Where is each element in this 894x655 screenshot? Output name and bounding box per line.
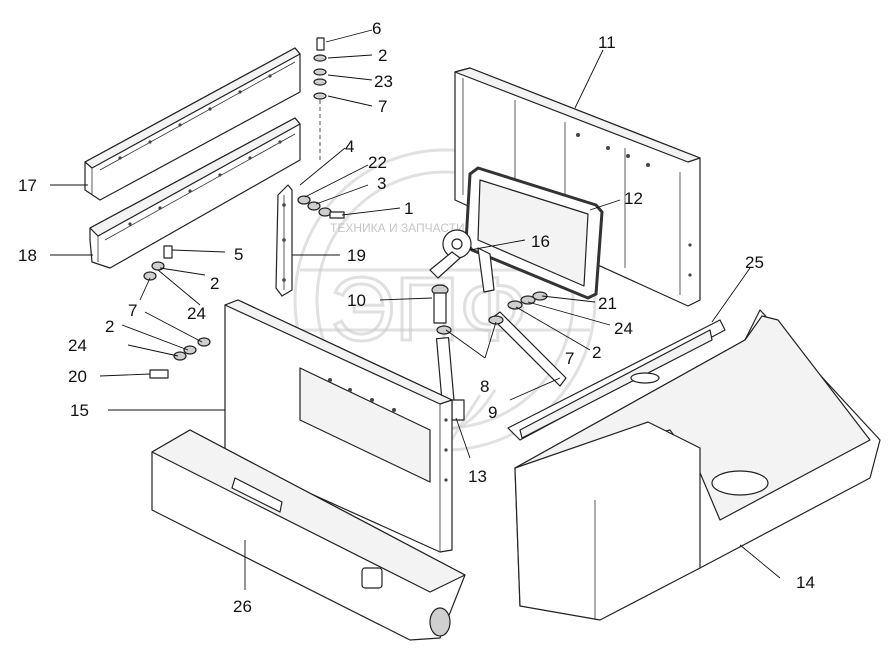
callout-2-right: 2 [592, 343, 601, 362]
watermark-logo: ТЕХНИКА И ЗАПЧАСТИ ЭПФ [293, 148, 597, 453]
part-9-diagonal-rod [488, 311, 567, 387]
watermark-logo-letters: ЭПФ [330, 260, 528, 360]
fastener-stack-top [313, 37, 327, 160]
part-25-console-strip [507, 319, 726, 441]
callout-9: 9 [488, 403, 497, 422]
callout-22: 22 [368, 153, 387, 172]
callout-7-right: 7 [565, 349, 574, 368]
callout-21: 21 [598, 294, 617, 313]
callout-16: 16 [531, 232, 550, 251]
callout-7: 7 [378, 97, 387, 116]
callout-11: 11 [598, 33, 616, 52]
callout-17: 17 [18, 176, 37, 195]
callout-labels: 6 2 23 7 11 4 22 3 1 12 17 18 5 19 16 2 … [18, 19, 815, 616]
part-11-rear-frame [454, 67, 701, 307]
callout-14: 14 [796, 573, 815, 592]
callout-24-panel: 24 [68, 336, 87, 355]
callout-8: 8 [480, 377, 489, 396]
leader-lines [50, 29, 781, 590]
callout-1: 1 [404, 199, 413, 218]
part-16-round-plate [429, 229, 495, 293]
callout-20: 20 [68, 367, 87, 386]
callout-6: 6 [372, 19, 381, 38]
callout-3: 3 [377, 174, 386, 193]
fastener-group-right [507, 291, 548, 310]
fastener-group-left [143, 245, 173, 281]
callout-13: 13 [468, 467, 487, 486]
part-26-lower-box [151, 429, 466, 641]
callout-26: 26 [233, 597, 252, 616]
fastener-group-panel [149, 337, 211, 379]
callout-19: 19 [347, 246, 366, 265]
callout-24-right: 24 [614, 319, 633, 338]
callout-10: 10 [347, 291, 366, 310]
callout-5: 5 [234, 245, 243, 264]
callout-23: 23 [374, 72, 393, 91]
callout-12: 12 [624, 189, 643, 208]
part-14-seat-cabinet [514, 309, 881, 621]
callout-2: 2 [378, 46, 387, 65]
callout-18: 18 [18, 246, 37, 265]
part-19-vertical-bracket [275, 184, 293, 297]
callout-24-left: 24 [187, 304, 206, 323]
callout-2-panel: 2 [105, 317, 114, 336]
callout-15: 15 [70, 401, 89, 420]
fastener-group-middle [297, 195, 345, 219]
part-12-window-frame [464, 166, 604, 300]
part-10-upper-fitting [431, 284, 449, 324]
part-17-upper-channel [84, 47, 301, 201]
callout-2-left: 2 [210, 274, 219, 293]
callout-7-left: 7 [128, 301, 137, 320]
watermark-text: ТЕХНИКА И ЗАПЧАСТИ [330, 221, 465, 235]
callout-25: 25 [745, 253, 764, 272]
part-15-front-panel [224, 299, 453, 553]
part-18-lower-channel [89, 117, 301, 269]
part-13-lower-fitting [451, 399, 465, 421]
callout-4: 4 [345, 137, 354, 156]
